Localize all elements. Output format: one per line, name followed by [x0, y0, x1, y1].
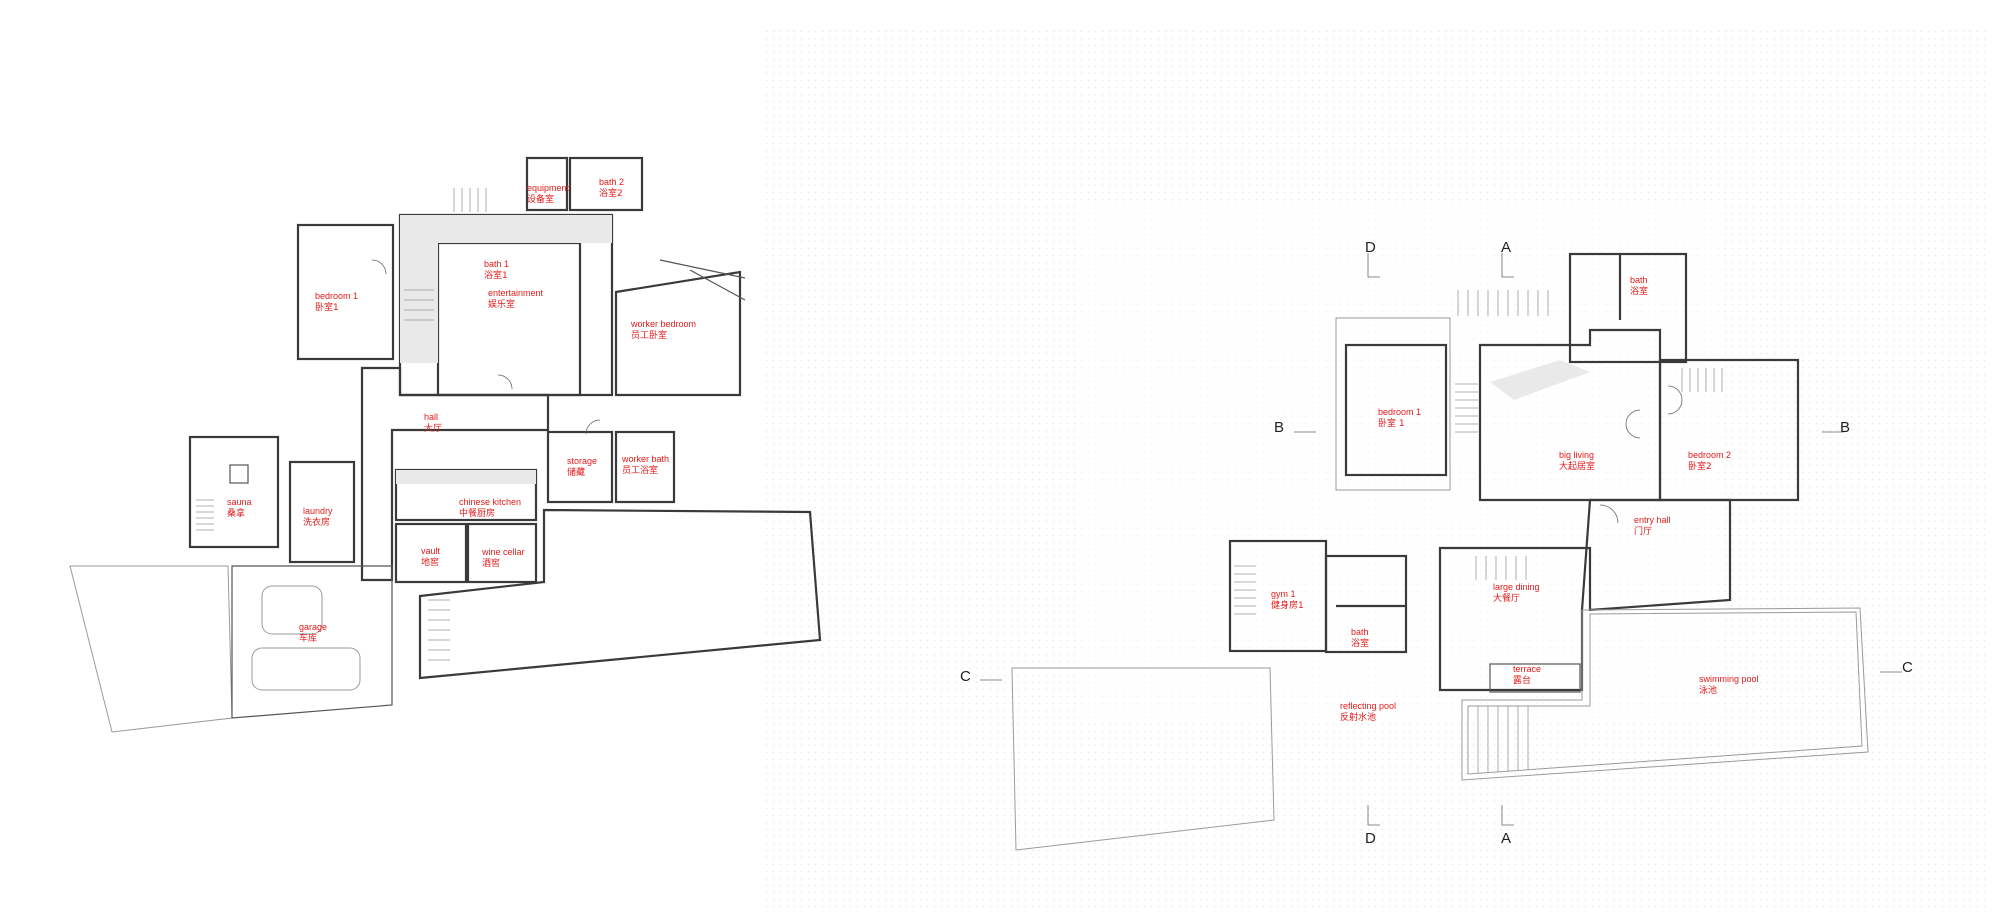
label-equipment-cn: 设备室: [527, 193, 554, 205]
label-laundry-cn: 洗衣房: [303, 516, 330, 528]
section-markers: [980, 253, 1902, 826]
section-b-left: B: [1274, 419, 1284, 436]
label-swimming-pool: swimming pool: [1699, 674, 1759, 684]
label-laundry: laundry: [303, 506, 333, 516]
section-a-bottom: A: [1501, 830, 1511, 847]
label-reflecting-pool: reflecting pool: [1340, 701, 1396, 711]
label-entertainment: entertainment: [488, 288, 544, 298]
label-wine-cellar: wine cellar: [481, 547, 525, 557]
label-worker-bedroom-cn: 员工卧室: [631, 329, 667, 341]
label-big-living-cn: 大起居室: [1559, 460, 1595, 472]
section-a-top: A: [1501, 239, 1511, 256]
basement-plan: [69, 156, 822, 733]
section-d-top: D: [1365, 239, 1376, 256]
label-gym1-cn: 健身房1: [1271, 599, 1304, 611]
label-reflecting-pool-cn: 反射水池: [1340, 711, 1376, 723]
label-terrace: terrace: [1513, 664, 1541, 674]
label-storage-cn: 储藏: [567, 466, 585, 478]
label-large-dining: large dining: [1493, 582, 1540, 592]
label-equipment: equipment: [527, 183, 570, 193]
label-storage: storage: [567, 456, 597, 466]
label-gym1: gym 1: [1271, 589, 1296, 599]
label-bath1: bath 1: [484, 259, 509, 269]
label-worker-bath: worker bath: [621, 454, 669, 464]
label-sauna-cn: 桑拿: [227, 507, 245, 519]
label-sauna: sauna: [227, 497, 252, 507]
label-bath-gym-cn: 浴室: [1351, 637, 1369, 649]
label-entertainment-cn: 娱乐室: [488, 298, 515, 310]
label-hall: hall: [424, 412, 438, 422]
label-large-dining-cn: 大餐厅: [1493, 592, 1520, 604]
label-worker-bedroom: worker bedroom: [630, 319, 696, 329]
section-d-bottom: D: [1365, 830, 1376, 847]
label-bath-top: bath: [1630, 275, 1648, 285]
section-c-left: C: [960, 668, 971, 685]
label-bedroom1: bedroom 1: [315, 291, 358, 301]
label-terrace-cn: 露台: [1513, 674, 1531, 686]
label-bedroom1-ground-cn: 卧室 1: [1378, 417, 1405, 429]
label-chinese-kitchen: chinese kitchen: [459, 497, 521, 507]
label-bath2: bath 2: [599, 177, 624, 187]
label-bath-top-cn: 浴室: [1630, 285, 1648, 297]
label-bedroom1-ground: bedroom 1: [1378, 407, 1421, 417]
label-bedroom2: bedroom 2: [1688, 450, 1731, 460]
label-hall-cn: 大厅: [424, 422, 442, 434]
label-swimming-pool-cn: 泳池: [1699, 684, 1717, 696]
label-bedroom1-cn: 卧室1: [315, 301, 339, 313]
label-big-living: big living: [1559, 450, 1594, 460]
label-entry-hall-cn: 门厅: [1634, 525, 1652, 537]
section-c-right: C: [1902, 659, 1913, 676]
label-wine-cellar-cn: 酒窖: [482, 557, 500, 569]
section-b-right: B: [1840, 419, 1850, 436]
label-worker-bath-cn: 员工浴室: [622, 464, 658, 476]
label-garage: garage: [299, 622, 327, 632]
label-bedroom2-cn: 卧室2: [1688, 460, 1712, 472]
label-chinese-kitchen-cn: 中餐厨房: [459, 507, 495, 519]
label-garage-cn: 车库: [299, 632, 317, 644]
label-bath2-cn: 浴室2: [599, 187, 623, 199]
label-entry-hall: entry hall: [1634, 515, 1671, 525]
label-vault-cn: 地窖: [421, 556, 439, 568]
ground-floor-plan: [1011, 252, 1869, 851]
label-bath1-cn: 浴室1: [484, 269, 508, 281]
label-bath-gym: bath: [1351, 627, 1369, 637]
label-vault: vault: [421, 546, 441, 556]
